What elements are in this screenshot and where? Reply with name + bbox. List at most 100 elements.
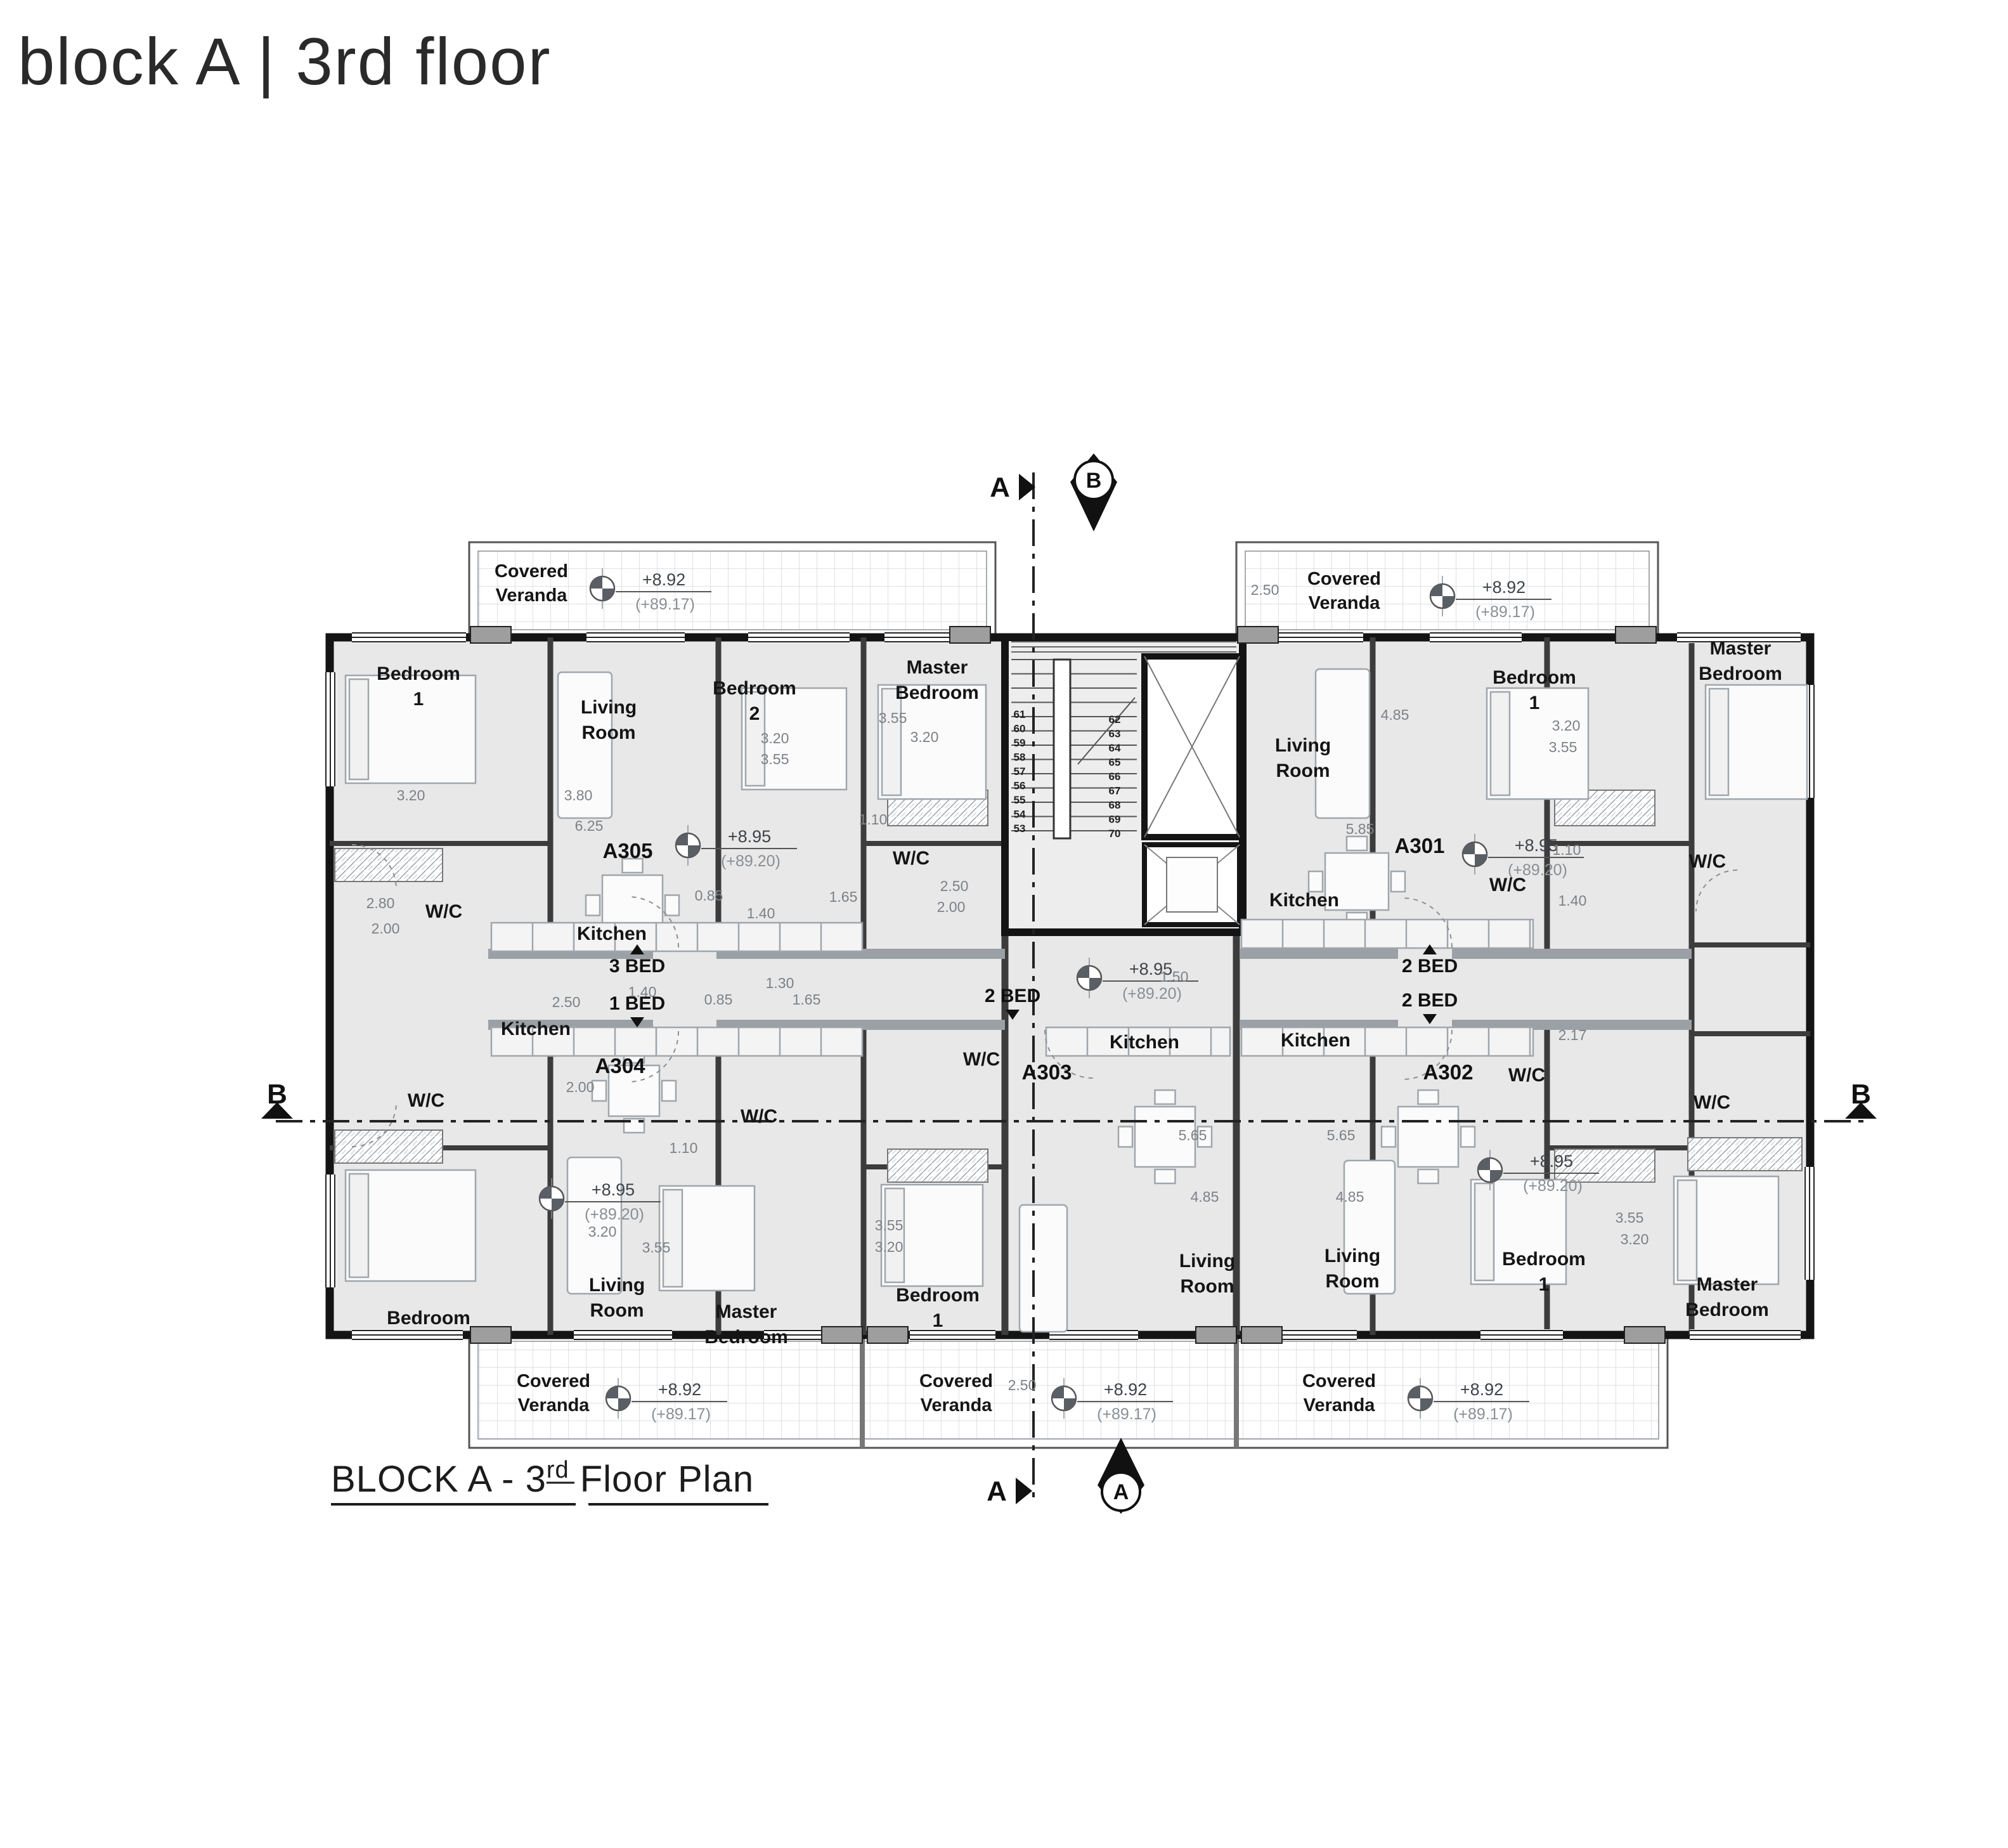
sofa: [557, 671, 613, 819]
dimension-label: 2.00: [937, 899, 966, 915]
wall-pier: [1195, 1326, 1237, 1344]
room-label: Bedroom: [1502, 1249, 1586, 1270]
room-label: Master: [907, 657, 968, 678]
stair-rail: [1053, 658, 1072, 840]
wardrobe: [1687, 1137, 1803, 1171]
sofa: [1314, 668, 1371, 819]
elevation-value: +8.92: [1104, 1380, 1147, 1399]
dimension-label: 0.85: [704, 991, 733, 1008]
bed: [1486, 687, 1590, 800]
veranda-label: Veranda: [496, 585, 568, 606]
elevation-value: +8.95: [728, 827, 771, 846]
window: [1804, 1167, 1815, 1280]
room-label: W/C: [963, 1049, 1000, 1070]
veranda-label: Covered: [495, 561, 568, 582]
elevation-value: +8.95: [592, 1180, 635, 1199]
stair-step-number: 56: [1014, 780, 1026, 792]
wall-pier: [470, 626, 512, 644]
wall-pier: [821, 1326, 863, 1344]
window: [586, 632, 685, 643]
dining-table: [1307, 835, 1406, 928]
plan-title-main: BLOCK A - 3: [331, 1459, 547, 1500]
elevation-quadrant: [1089, 978, 1101, 990]
svg-text:BLOCK A - 3rd Floor Plan: BLOCK A - 3rd Floor Plan: [331, 1457, 754, 1500]
elevation-value: +8.95: [1515, 836, 1558, 855]
room-label: W/C: [741, 1106, 777, 1127]
elevation-value: +8.95: [1530, 1152, 1573, 1171]
dining-table: [1380, 1089, 1476, 1185]
section-letter-a-top: A: [990, 472, 1010, 503]
wall-pier: [470, 1326, 512, 1344]
window: [1271, 1329, 1357, 1341]
elevation-datum: (+89.20): [721, 852, 781, 870]
stair-step-number: 57: [1014, 765, 1026, 778]
stair-step-number: 61: [1014, 708, 1026, 720]
dimension-label: 3.20: [397, 787, 425, 804]
elevation-value: +8.92: [1482, 578, 1525, 597]
wall-pier: [1241, 1326, 1283, 1344]
dimension-label: 5.65: [1327, 1127, 1356, 1143]
stair-step-number: 70: [1109, 828, 1121, 840]
elevation-marker: +8.92(+89.17): [589, 568, 711, 613]
dimension-label: 2.50: [940, 878, 969, 894]
elevation-quadrant: [1077, 966, 1089, 978]
section-arrow-icon: [1019, 474, 1035, 500]
bed: [877, 684, 987, 800]
room-label: W/C: [1689, 851, 1726, 872]
stair-step-number: 58: [1014, 752, 1026, 764]
elevation-quadrant: [1420, 1398, 1432, 1410]
elevation-datum: (+89.17): [1475, 603, 1535, 621]
elevation-quadrant: [602, 589, 614, 601]
kitchen-counter: [1045, 1026, 1231, 1057]
window: [1677, 632, 1801, 643]
dimension-label: 3.20: [761, 730, 789, 746]
room-label: Room: [582, 722, 636, 743]
elevation-quadrant: [552, 1199, 564, 1211]
sofa: [1018, 1204, 1068, 1333]
dimension-label: 3.80: [564, 787, 593, 804]
elevation-datum: (+89.17): [1097, 1405, 1156, 1423]
room-label: Master: [1697, 1274, 1758, 1295]
wardrobe: [1554, 1148, 1655, 1183]
balloon-letter: B: [1086, 469, 1102, 493]
room-label: Kitchen: [1269, 890, 1339, 911]
wall-piers: [470, 626, 1666, 1344]
wall-pier: [867, 1326, 909, 1344]
dimension-label: 1.65: [793, 991, 821, 1008]
bed: [1470, 1178, 1567, 1285]
room-label: W/C: [1508, 1065, 1545, 1086]
dimension-label: 1.40: [1558, 892, 1587, 909]
room-label: W/C: [425, 901, 462, 922]
elevation-marker: +8.95(+89.20): [1076, 958, 1198, 1003]
elevation-quadrant: [1463, 842, 1475, 854]
section-arrow-icon: [1845, 1102, 1877, 1119]
bed-count-tag: 2 BED: [985, 986, 1040, 1006]
dimension-label: 1.65: [829, 888, 858, 905]
room-label: Bedroom: [1493, 667, 1576, 688]
room-label: Bedroom: [377, 663, 460, 684]
unit-label: A303: [1022, 1060, 1072, 1084]
bed-tag-arrow-icon: [1006, 1010, 1020, 1020]
elevation-datum: (+89.20): [1508, 861, 1567, 879]
elevation-quadrant: [1430, 584, 1442, 596]
elevation-marker: +8.92(+89.17): [1407, 1378, 1529, 1423]
page-title: block A | 3rd floor: [18, 25, 552, 99]
furniture: [344, 668, 1808, 1333]
elevation-value: +8.92: [1460, 1380, 1503, 1399]
elevation-marker: +8.92 (+89.17): [1051, 1378, 1173, 1423]
elevation-datum: (+89.17): [651, 1405, 711, 1423]
dimension-label: 3.55: [879, 710, 907, 726]
stair-step-number: 64: [1109, 742, 1121, 754]
unit-label: A304: [595, 1054, 646, 1077]
bed-count-tag: 2 BED: [1402, 990, 1458, 1011]
elevation-marker: +8.92(+89.17): [605, 1378, 727, 1423]
window: [325, 672, 336, 786]
room-label: Living: [1325, 1246, 1380, 1266]
dimension-label: 4.85: [1191, 1188, 1219, 1205]
room-label: 2: [749, 703, 760, 724]
elevation-value: +8.95: [1129, 960, 1172, 979]
wardrobe: [334, 1129, 443, 1164]
dimension-label: 1.50: [1160, 968, 1189, 985]
window: [352, 1329, 463, 1341]
